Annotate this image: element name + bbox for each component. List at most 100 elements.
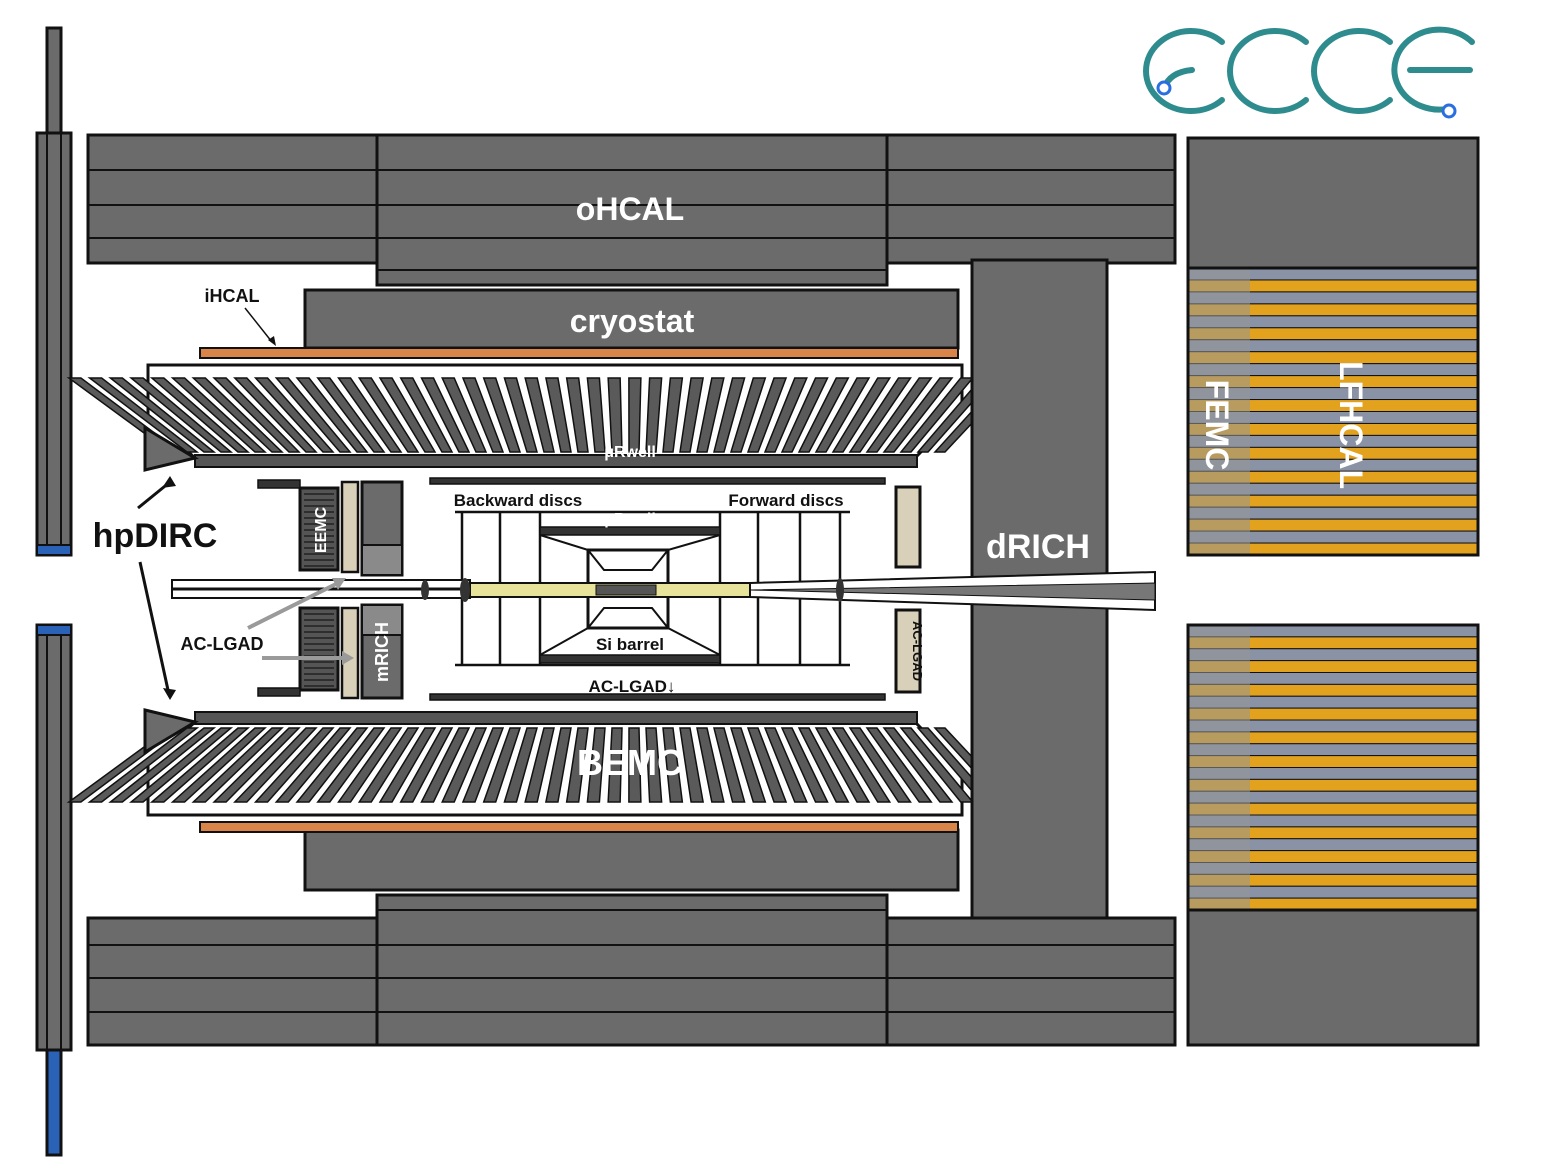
bemc-tower [814,727,871,803]
bemc-tower [149,377,250,453]
bemc-tower [503,377,538,453]
bemc-tower [545,727,572,803]
bemc-tower [441,727,488,803]
bemc-tower [746,377,788,453]
bemc-tower [780,377,829,453]
bemc-tower [679,377,704,453]
label-si-barrel: Si barrel [596,635,664,654]
logo-letters [1143,26,1475,114]
bemc-tower [696,377,725,453]
label-eemc: EEMC [313,506,330,553]
bemc-tower [108,377,217,453]
bemc-tower [865,727,933,803]
bemc-tower [645,377,663,453]
bemc-tower [607,727,623,803]
label-ihcal: iHCAL [205,286,260,306]
bemc-tower [713,727,746,803]
label-hpdirc: hpDIRC [93,517,218,555]
forward-disc [894,485,922,569]
label-drich: dRICH [986,528,1090,566]
hpdirc-bar-top [35,26,73,557]
bemc-tower [108,727,217,803]
bemc-bottom [66,708,1016,817]
bemc-tower [295,377,369,453]
bemc-top [66,363,1016,472]
bemc-tower [645,727,663,803]
label-ac-lgad-left: AC-LGAD [181,634,264,654]
mrich-bottom [360,603,404,700]
bemc-tower [763,727,808,803]
bemc-tower [831,727,892,803]
bemc-tower [746,727,788,803]
bemc-tower [212,727,301,803]
bemc-tower [170,377,267,453]
ohcal-bottom [86,893,1177,1047]
logo-dot-left [1156,80,1172,96]
bemc-tower [482,377,522,453]
bemc-tower [763,377,808,453]
bemc-tower [607,377,623,453]
bemc-tower [882,377,954,453]
bemc-tower [212,377,301,453]
bemc-tower [662,727,684,803]
beam-pipe [171,570,1156,612]
bemc-tower [628,727,642,803]
ohcal-top [86,133,1177,287]
bemc-tower [233,377,318,453]
bemc-tower [797,727,850,803]
label-femc: FEMC [1199,380,1235,471]
label-ohcal: oHCAL [576,191,684,227]
bemc-tower [814,377,871,453]
bemc-tower [865,377,933,453]
bemc-tower [274,727,352,803]
bemc-tower [191,377,284,453]
label-backward-discs: Backward discs [454,491,583,510]
label-urwell-top: μRwell [604,444,656,461]
label-lfhcal: LFHCAL [1333,361,1369,489]
bemc-tower [357,377,420,453]
bemc-tower [87,377,200,453]
bemc-tower [503,727,538,803]
bemc-tower [679,727,704,803]
label-bemc: BEMC [577,742,683,783]
eemc-connectors [257,479,301,697]
femc-top [1188,268,1250,555]
label-ac-lgad-right: AC-LGAD [910,621,925,681]
bemc-tower [729,727,767,803]
lfhcal-top [1186,136,1480,557]
bemc-tower [170,727,267,803]
bemc-tower [662,377,684,453]
bemc-tower [831,377,892,453]
ihcal-bottom [199,821,959,833]
bemc-tower [399,727,454,803]
bemc-tower [696,727,725,803]
bemc-tower [420,727,471,803]
bemc-tower [441,377,488,453]
bemc-tower [316,377,386,453]
lfhcal-bottom [1186,623,1480,1047]
eemc-top [298,486,340,572]
label-ac-lgad-bottom: AC-LGAD↓ [589,677,676,696]
bemc-tower [337,727,403,803]
urwell-outer-top [429,477,886,485]
bemc-tower [399,377,454,453]
eemc-bottom [298,606,340,692]
cryostat-top [303,288,960,350]
annotation-arrows [137,307,354,700]
ecce-logo [1143,26,1475,119]
bemc-tower [628,377,642,453]
bemc-tower [233,727,318,803]
bemc-tower [461,727,505,803]
bemc-tower [797,377,850,453]
mrich-top [360,480,404,577]
bemc-tower [253,727,335,803]
bemc-tower [586,377,606,453]
forward-ac-lgad [894,608,922,694]
bemc-tower [524,377,555,453]
label-forward-discs: Forward discs [728,491,843,510]
bemc-tower [586,727,606,803]
hpdirc-bar-bottom [35,623,73,1157]
label-cryostat: cryostat [570,303,695,339]
bemc-tower [780,727,829,803]
